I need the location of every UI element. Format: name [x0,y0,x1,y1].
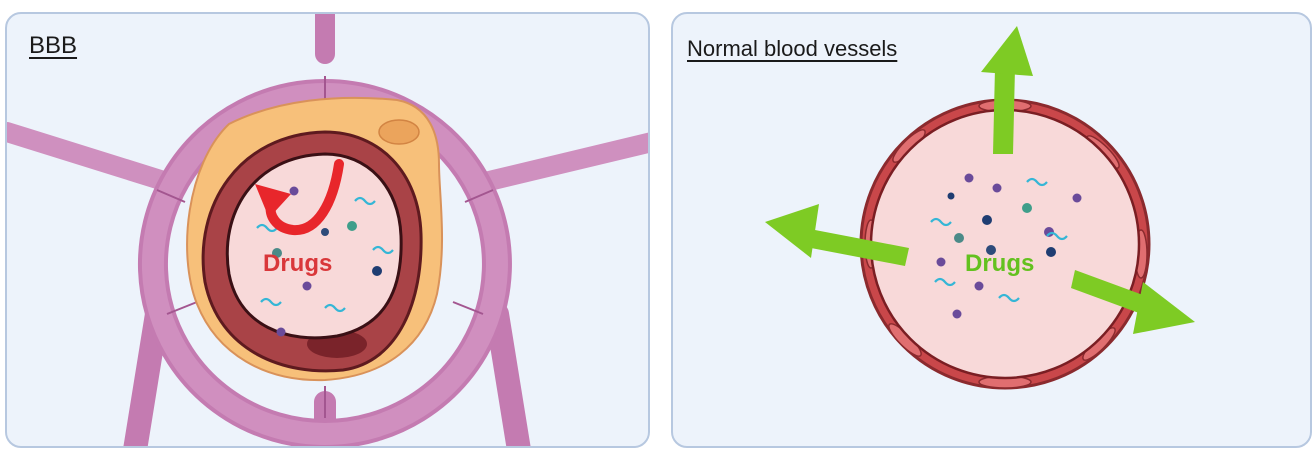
bbb-title: BBB [29,32,77,60]
pericyte-nucleus [379,120,419,144]
bbb-panel: BBB [5,12,650,448]
normal-vessel-illustration [673,14,1312,448]
bbb-drugs-label: Drugs [263,250,332,278]
normal-drugs-label: Drugs [965,250,1034,278]
normal-vessel-panel: Normal blood vessels [671,12,1312,448]
bbb-lumen [227,154,401,338]
bbb-illustration [7,14,650,448]
normal-vessel-title: Normal blood vessels [687,36,897,62]
